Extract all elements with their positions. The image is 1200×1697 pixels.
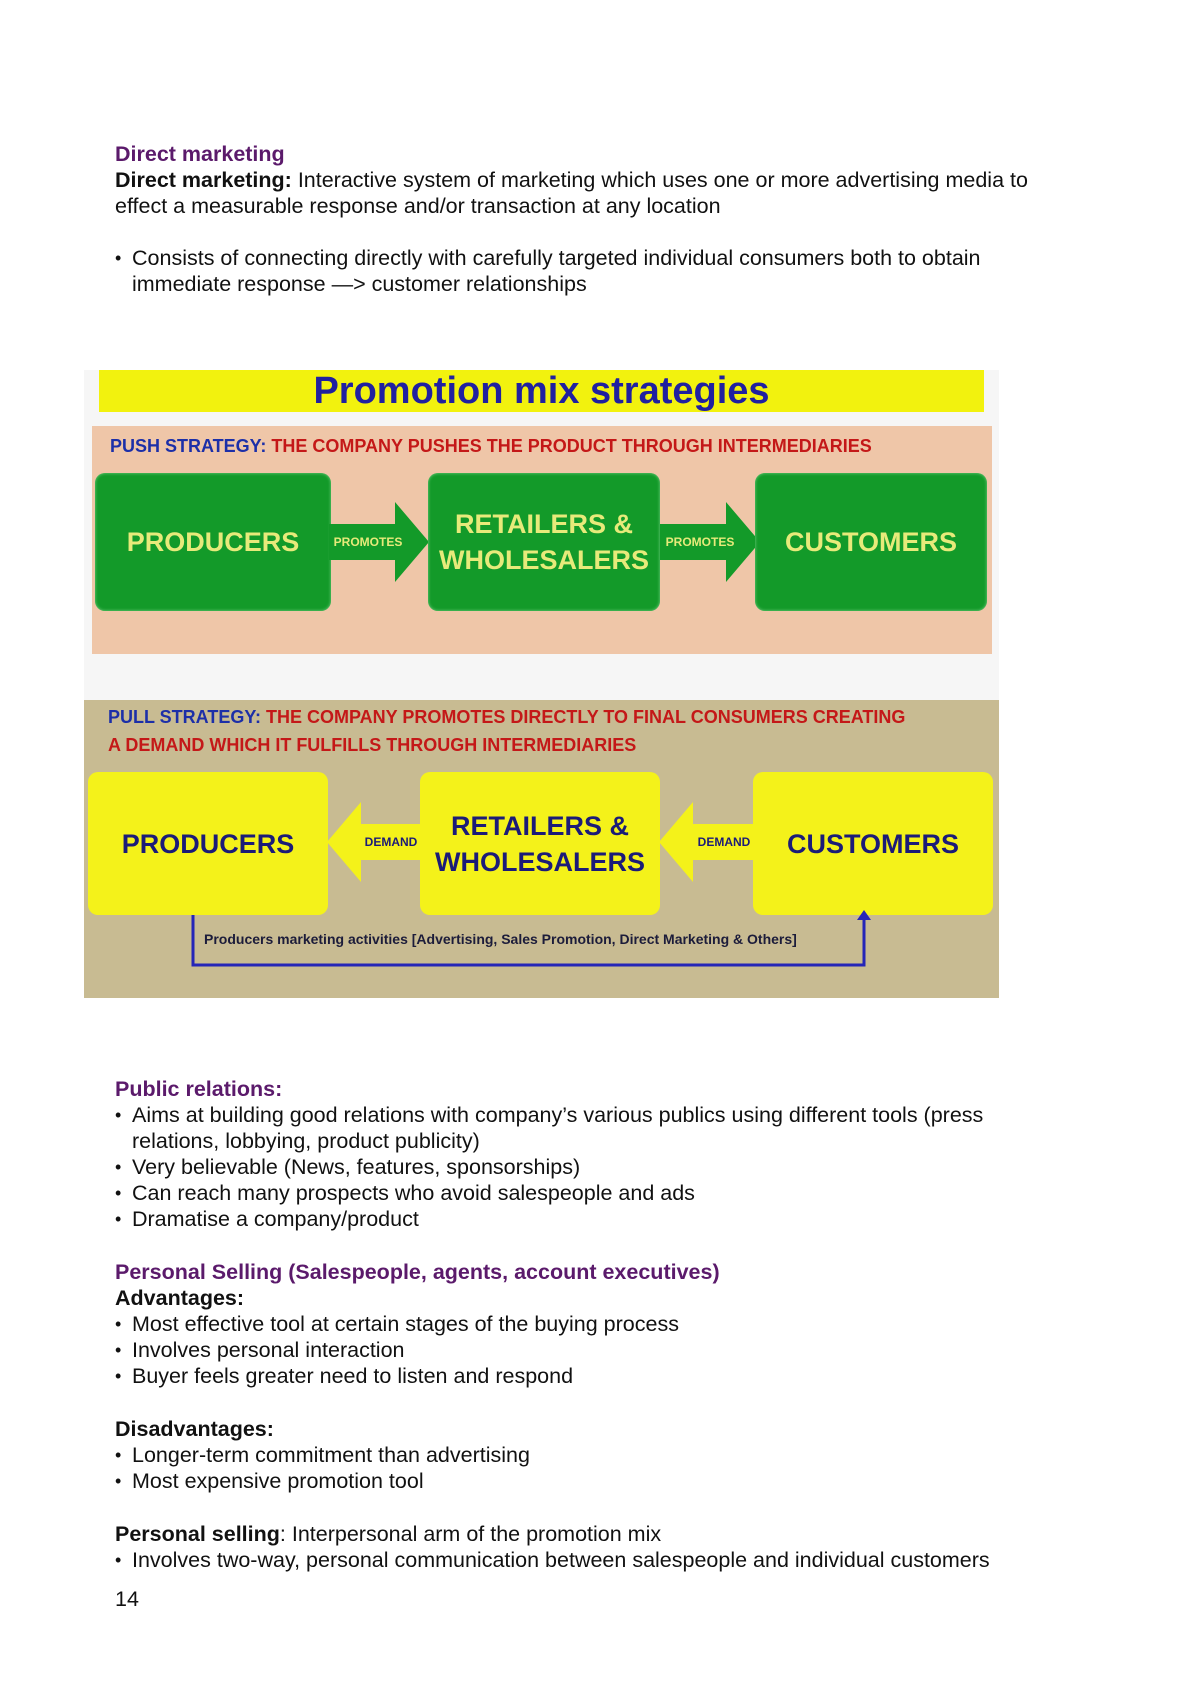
direct-marketing-definition-line1: Direct marketing: Interactive system of … [115,167,1028,193]
advantages-heading: Advantages: [115,1286,245,1310]
pull-strategy-text: THE COMPANY PROMOTES DIRECTLY TO FINAL C… [261,707,906,727]
push-strategy-label: PUSH STRATEGY: [110,436,267,456]
push-strategy-caption: PUSH STRATEGY: THE COMPANY PUSHES THE PR… [110,432,872,460]
push-producers-box: PRODUCERS [95,473,331,611]
diagram-title: Promotion mix strategies [313,370,770,412]
pull-arrow-2-label: DEMAND [697,835,751,849]
bullet-icon: • [115,1183,122,1203]
promotion-mix-diagram: Promotion mix strategies PUSH STRATEGY: … [84,370,999,998]
direct-marketing-definition-line2: effect a measurable response and/or tran… [115,194,721,218]
personal-selling-heading: Personal Selling (Salespeople, agents, a… [115,1260,720,1284]
pull-customers-box: CUSTOMERS [753,772,993,915]
pull-arrow-2 [659,802,761,882]
bullet-icon: • [115,1445,122,1465]
public-relations-heading: Public relations: [115,1077,283,1101]
bullet-icon: • [115,1314,122,1334]
list-item-continuation: relations, lobbying, product publicity) [132,1129,480,1153]
push-customers-box: CUSTOMERS [755,473,987,611]
bullet-icon: • [115,1105,122,1125]
pull-strategy-caption-line1: PULL STRATEGY: THE COMPANY PROMOTES DIRE… [108,703,905,731]
list-item-continuation: immediate response —> customer relations… [132,272,587,296]
marketing-activities-note: Producers marketing activities [Advertis… [204,931,797,947]
bullet-icon: • [115,1209,122,1229]
push-arrow-2 [660,502,760,582]
push-arrow-1 [329,502,429,582]
pull-arrow-1-label: DEMAND [364,835,418,849]
diagram-title-band: Promotion mix strategies [99,370,984,412]
pull-producers-box: PRODUCERS [88,772,328,915]
pull-retailers-box: RETAILERS & WHOLESALERS [420,772,660,915]
page-number: 14 [115,1587,139,1611]
pull-strategy-caption-line2: A DEMAND WHICH IT FULFILLS THROUGH INTER… [108,735,637,755]
direct-marketing-definition: Interactive system of marketing which us… [291,168,1028,192]
push-retailers-box: RETAILERS & WHOLESALERS [428,473,660,611]
push-arrow-2-label: PROMOTES [665,535,735,549]
pull-strategy-label: PULL STRATEGY: [108,707,261,727]
bullet-icon: • [115,1366,122,1386]
bullet-icon: • [115,1471,122,1491]
bullet-icon: • [115,1550,122,1570]
personal-selling-definition: Personal selling: Interpersonal arm of t… [115,1521,661,1547]
bullet-icon: • [115,248,122,268]
push-arrow-1-label: PROMOTES [333,535,403,549]
personal-selling-term: Personal selling [115,1522,280,1546]
direct-marketing-heading: Direct marketing [115,142,285,166]
bullet-icon: • [115,1340,122,1360]
push-strategy-text: THE COMPANY PUSHES THE PRODUCT THROUGH I… [266,436,872,456]
bullet-icon: • [115,1157,122,1177]
marketing-activities-bracket [191,910,871,967]
disadvantages-heading: Disadvantages: [115,1417,274,1441]
direct-marketing-term: Direct marketing: [115,168,292,192]
pull-arrow-1 [327,802,429,882]
personal-selling-definition-text: : Interpersonal arm of the promotion mix [279,1522,662,1546]
